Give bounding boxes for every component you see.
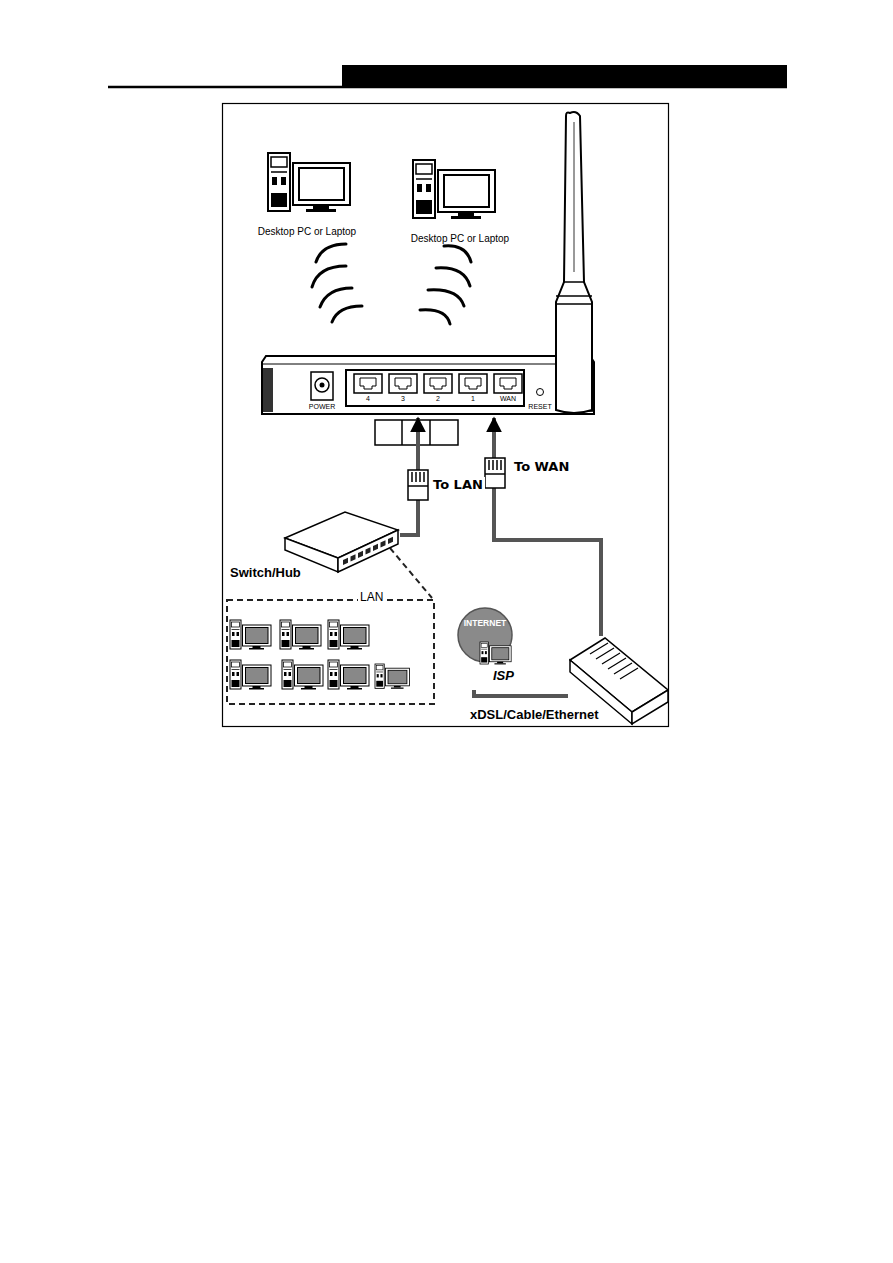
internet-cloud-shape bbox=[455, 605, 530, 690]
figure-frame bbox=[223, 104, 669, 727]
pc-icon bbox=[230, 620, 271, 650]
node-label: 4 bbox=[366, 395, 370, 403]
pc-icon bbox=[280, 620, 321, 650]
rj45-plug bbox=[408, 470, 428, 500]
internet-cloud: INTERNET ISP bbox=[455, 605, 530, 690]
node-label: 2 bbox=[436, 395, 440, 403]
node-label: WAN bbox=[500, 395, 516, 403]
node-label: xDSL/Cable/Ethernet bbox=[468, 708, 601, 723]
modem: xDSL/Cable/Ethernet bbox=[568, 636, 670, 728]
router: POWER 4 3 2 1 WAN RESET bbox=[262, 352, 594, 418]
node-label: Switch/Hub bbox=[228, 566, 303, 581]
pc-icon bbox=[413, 160, 495, 219]
pc-icon bbox=[328, 620, 369, 650]
pc-icon bbox=[282, 660, 323, 690]
desktop-pc: Desktop PC or Laptop bbox=[250, 150, 365, 240]
cable bbox=[390, 548, 432, 598]
pc-icon bbox=[480, 642, 511, 664]
node-label: ISP bbox=[493, 669, 514, 684]
node-label: LAN bbox=[358, 591, 385, 605]
antenna bbox=[556, 112, 592, 413]
desktop-pc: Desktop PC or Laptop bbox=[405, 157, 515, 247]
pc-icon bbox=[328, 660, 369, 690]
edge-label: To WAN bbox=[512, 459, 571, 474]
cable bbox=[474, 690, 568, 696]
wireless-waves bbox=[312, 244, 471, 324]
lan-region: LAN bbox=[225, 598, 436, 706]
node-label: INTERNET bbox=[464, 619, 507, 629]
pc-icon bbox=[268, 153, 350, 212]
lan-region-shape bbox=[225, 598, 436, 706]
node-label: RESET bbox=[528, 403, 551, 411]
node-label: POWER bbox=[309, 403, 335, 411]
pc-icon bbox=[230, 660, 271, 690]
switch-hub: Switch/Hub bbox=[283, 508, 400, 583]
cable bbox=[494, 418, 601, 636]
node-label: Desktop PC or Laptop bbox=[258, 226, 356, 238]
node-label: 3 bbox=[401, 395, 405, 403]
header-bar bbox=[108, 65, 787, 88]
pc-icon bbox=[375, 664, 409, 689]
edge-label: To LAN bbox=[431, 477, 485, 492]
node-label: 1 bbox=[471, 395, 475, 403]
node-label: Desktop PC or Laptop bbox=[411, 233, 509, 245]
rj45-plug bbox=[485, 458, 505, 488]
